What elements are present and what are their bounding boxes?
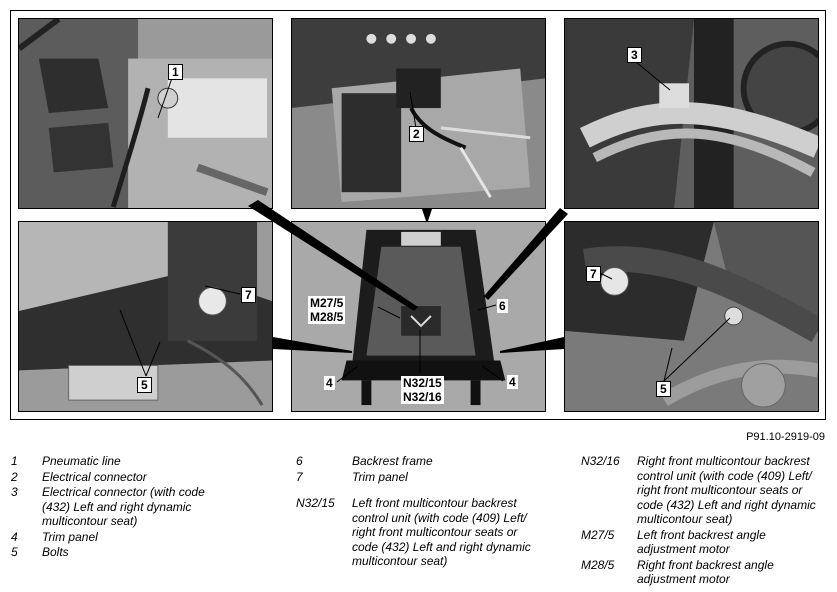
callout-2: 2 <box>409 126 424 142</box>
callout-m28-5: M28/5 <box>308 310 346 324</box>
callout-5-right: 5 <box>656 381 671 397</box>
callout-7-right: 7 <box>586 266 601 282</box>
photo-electrical-connector <box>291 18 546 209</box>
figure-id: P91.10-2919-09 <box>746 431 825 443</box>
callout-5-left: 5 <box>137 377 152 393</box>
callout-3: 3 <box>627 47 642 63</box>
photo-pneumatic-line <box>18 18 273 209</box>
callout-4-right: 4 <box>507 375 518 389</box>
callout-7-left: 7 <box>241 287 256 303</box>
callout-m27-5: M27/5 <box>308 296 346 310</box>
photo-trim-panel-right <box>564 221 819 412</box>
callout-n32-16: N32/16 <box>401 390 444 404</box>
callout-6: 6 <box>497 299 508 313</box>
callout-n32-15: N32/15 <box>401 376 444 390</box>
photo-electrical-connector-code-432 <box>564 18 819 209</box>
callout-4-left: 4 <box>324 376 335 390</box>
callout-1: 1 <box>168 64 183 80</box>
